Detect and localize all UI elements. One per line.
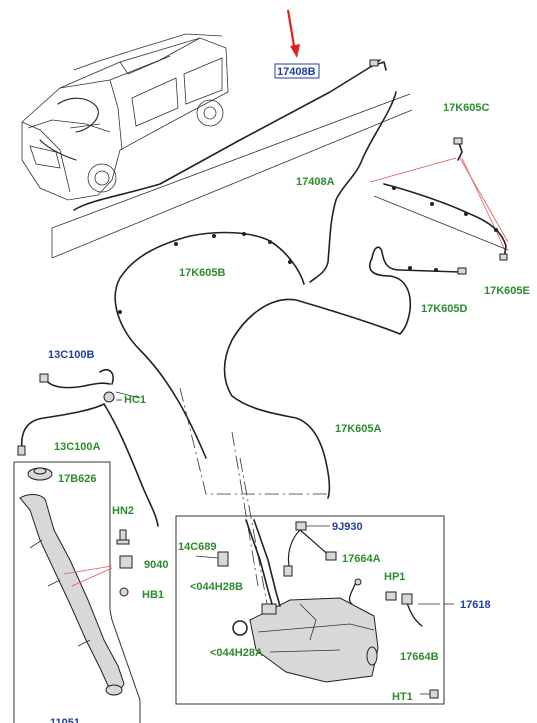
sensor-14C689 [217, 551, 229, 567]
filler-neck-icon [19, 494, 125, 696]
connector-17408B [369, 59, 379, 67]
label-13C100A[interactable]: 13C100A [54, 441, 101, 453]
label-044H28B[interactable]: <044H28B [190, 581, 243, 593]
wiring-9J930 [283, 521, 337, 577]
label-17618[interactable]: 17618 [460, 599, 491, 611]
clip-9040 [119, 555, 133, 569]
label-17K605C[interactable]: 17K605C [443, 102, 490, 114]
label-17K605B[interactable]: 17K605B [179, 267, 226, 279]
vehicle-outline-icon [21, 33, 229, 201]
label-17K605E[interactable]: 17K605E [484, 285, 530, 297]
bolt-HB1 [119, 587, 129, 597]
label-13C100B[interactable]: 13C100B [48, 349, 95, 361]
label-HB1[interactable]: HB1 [142, 589, 164, 601]
pump-HP1 [385, 591, 397, 601]
label-17K605D[interactable]: 17K605D [421, 303, 468, 315]
label-11051[interactable]: 11051 [50, 717, 80, 723]
label-044H28A[interactable]: <044H28A [210, 647, 263, 659]
label-HP1[interactable]: HP1 [384, 571, 405, 583]
label-HT1[interactable]: HT1 [392, 691, 413, 703]
label-14C689[interactable]: 14C689 [178, 541, 217, 553]
clamp-044H28A [232, 620, 248, 636]
fuel-tank-icon [249, 597, 379, 683]
label-9J930[interactable]: 9J930 [332, 521, 363, 533]
label-17K605A[interactable]: 17K605A [335, 423, 382, 435]
pipe-17664A [348, 578, 362, 605]
label-17408B-box [274, 63, 320, 79]
label-17408B[interactable]: 17408B [277, 66, 316, 78]
label-9040[interactable]: 9040 [144, 559, 168, 571]
label-HC1[interactable]: HC1 [124, 394, 146, 406]
sensor-HT1 [429, 689, 439, 699]
red-pointer-arrow-icon [286, 9, 300, 58]
label-17664B[interactable]: 17664B [400, 651, 439, 663]
pipe-17664B [401, 593, 440, 627]
filler-cap [27, 467, 53, 481]
label-17408A[interactable]: 17408A [296, 176, 335, 188]
bolt-HN2 [116, 529, 130, 545]
label-17B626[interactable]: 17B626 [58, 473, 97, 485]
label-HN2[interactable]: HN2 [112, 505, 134, 517]
label-17664A[interactable]: 17664A [342, 553, 381, 565]
